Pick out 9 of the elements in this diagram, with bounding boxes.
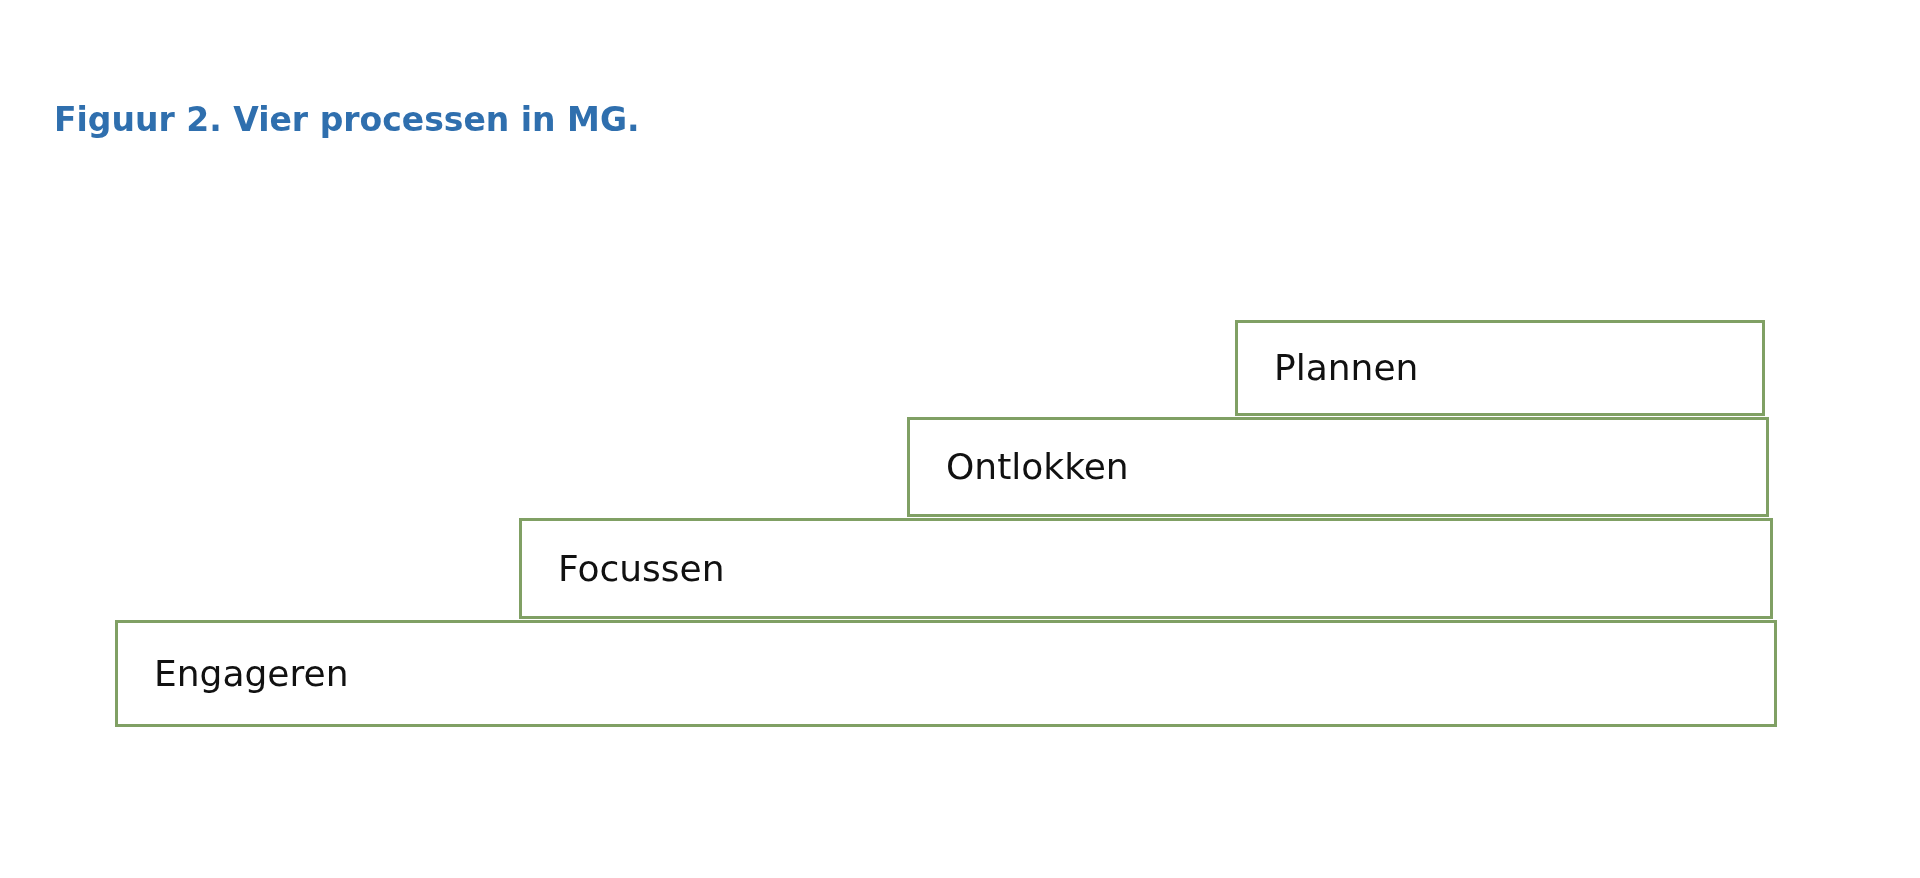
process-step-box [907,417,1769,517]
step-label: Plannen [1274,346,1419,390]
process-step-box [1235,320,1765,416]
process-step-box [519,518,1773,619]
step-label: Focussen [558,546,725,591]
process-step-box [115,620,1777,727]
figure-title: Figuur 2. Vier processen in MG. [54,100,640,139]
step-label: Ontlokken [946,445,1129,489]
step-label: Engageren [154,651,349,696]
